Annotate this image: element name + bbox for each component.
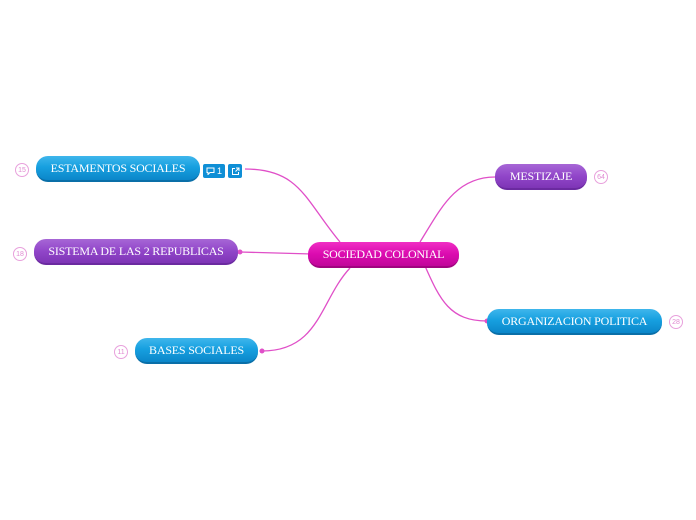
node-bases-label: BASES SOCIALES [149, 342, 244, 357]
comment-icon [206, 167, 215, 175]
count-organizacion[interactable]: 28 [669, 315, 683, 329]
external-link-button[interactable] [228, 164, 242, 178]
count-estamentos[interactable]: 15 [15, 163, 29, 177]
node-organizacion-label: ORGANIZACION POLITICA [501, 313, 648, 328]
node-sistema-label: SISTEMA DE LAS 2 REPUBLICAS [48, 243, 224, 258]
node-mestizaje[interactable]: MESTIZAJE [495, 164, 587, 190]
link-bases [261, 267, 351, 352]
node-organizacion-politica[interactable]: ORGANIZACION POLITICA [487, 309, 662, 335]
comment-badge[interactable]: 1 [203, 164, 225, 178]
node-estamentos-label: ESTAMENTOS SOCIALES [50, 160, 186, 175]
node-sistema-2-republicas[interactable]: SISTEMA DE LAS 2 REPUBLICAS [34, 239, 238, 265]
link-dot-bases [259, 348, 265, 354]
comment-count: 1 [216, 166, 222, 176]
link-mestizaje [419, 176, 496, 243]
link-organizacion [424, 265, 488, 322]
count-bases[interactable]: 11 [114, 345, 128, 359]
link-sistema [239, 251, 313, 255]
count-mestizaje[interactable]: 64 [594, 170, 608, 184]
external-link-icon [231, 167, 239, 175]
central-node[interactable]: SOCIEDAD COLONIAL [308, 242, 459, 268]
link-estamentos [244, 168, 341, 243]
node-estamentos-sociales[interactable]: ESTAMENTOS SOCIALES [36, 156, 200, 182]
central-node-label: SOCIEDAD COLONIAL [322, 246, 445, 261]
link-dot-sistema [237, 249, 243, 255]
count-sistema[interactable]: 18 [13, 247, 27, 261]
node-bases-sociales[interactable]: BASES SOCIALES [135, 338, 258, 364]
node-mestizaje-label: MESTIZAJE [509, 168, 573, 183]
